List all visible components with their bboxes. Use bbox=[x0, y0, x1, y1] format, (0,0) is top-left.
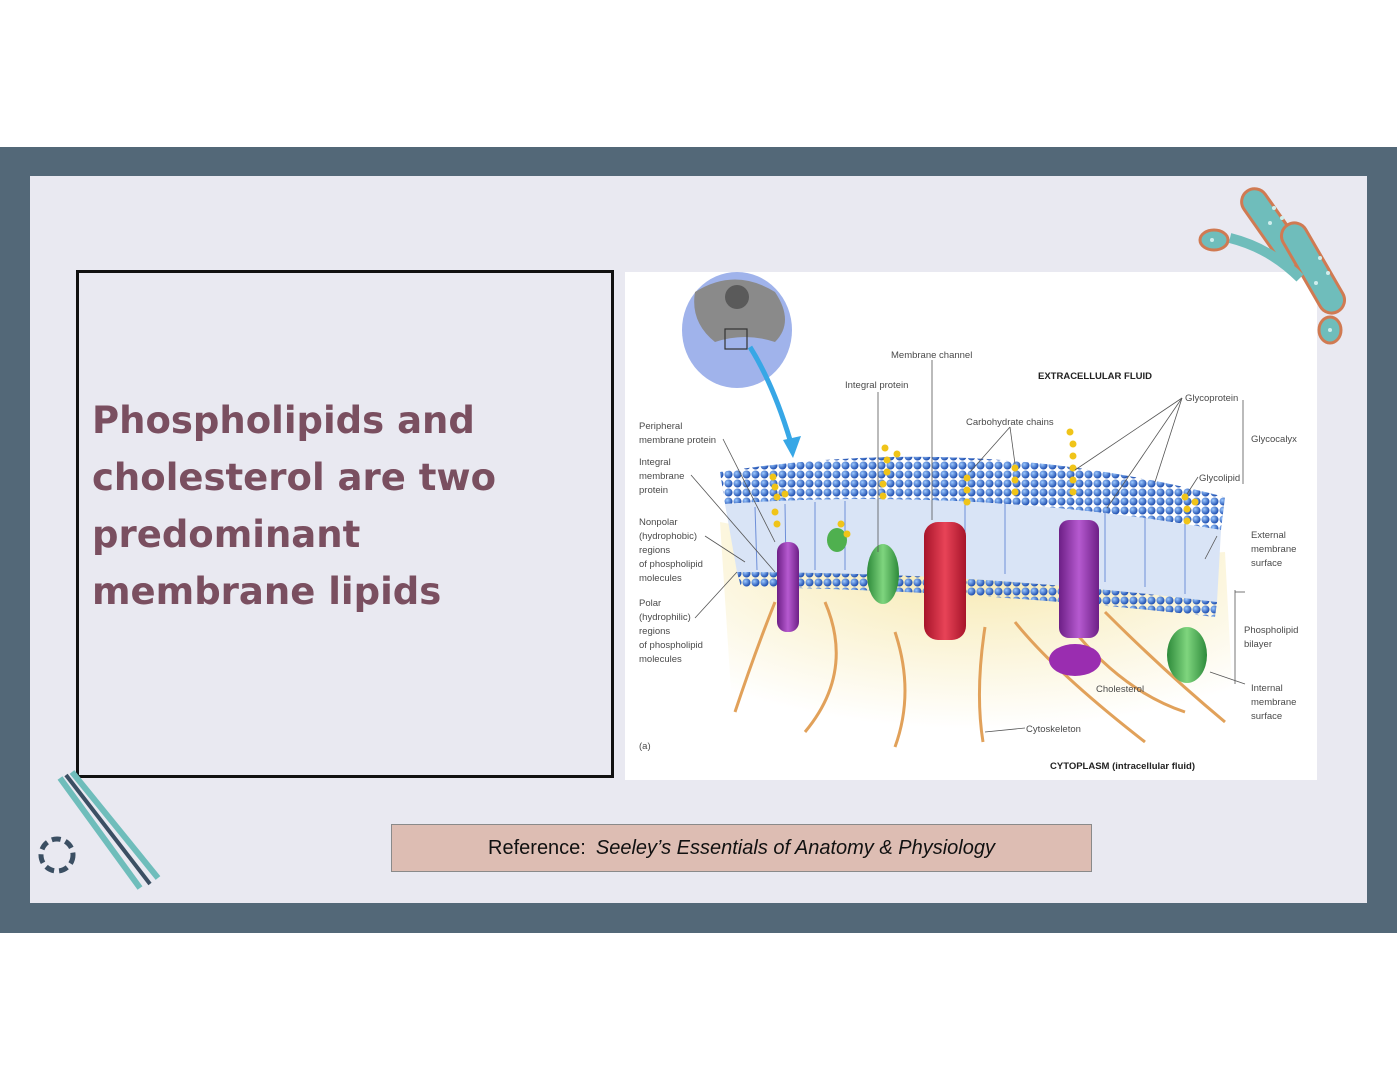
label-panel: (a) bbox=[639, 741, 651, 752]
integral-protein-right bbox=[1167, 627, 1207, 683]
carbohydrate-chains bbox=[769, 428, 1199, 538]
label-internal-3: surface bbox=[1251, 711, 1282, 722]
glycoprotein-integral bbox=[1059, 520, 1099, 638]
inner-head-surface bbox=[737, 572, 1217, 617]
label-integral-m-1: Integral bbox=[639, 457, 671, 468]
integral-protein-left bbox=[777, 542, 799, 632]
membrane-diagram: Membrane channel Integral protein EXTRAC… bbox=[639, 272, 1298, 772]
label-nonpolar-3: regions bbox=[639, 545, 670, 556]
label-nonpolar-5: molecules bbox=[639, 573, 682, 584]
label-cholesterol: Cholesterol bbox=[1096, 684, 1144, 695]
label-integral-m-3: protein bbox=[639, 485, 668, 496]
label-polar-3: regions bbox=[639, 626, 670, 637]
dashed-circle-icon bbox=[38, 836, 76, 874]
slide-headline: Phospholipids and cholesterol are two pr… bbox=[92, 399, 496, 613]
label-external-2: membrane bbox=[1251, 544, 1296, 555]
label-internal-1: Internal bbox=[1251, 683, 1283, 694]
label-external-3: surface bbox=[1251, 558, 1282, 569]
label-glycocalyx: Glycocalyx bbox=[1251, 434, 1297, 445]
label-nonpolar-2: (hydrophobic) bbox=[639, 531, 697, 542]
label-internal-2: membrane bbox=[1251, 697, 1296, 708]
outer-head-surface bbox=[720, 456, 1225, 530]
label-polar-1: Polar bbox=[639, 598, 661, 609]
peripheral-protein-outer bbox=[827, 528, 847, 552]
label-membrane-channel: Membrane channel bbox=[891, 350, 972, 361]
reference-bar: Reference: Seeley’s Essentials of Anatom… bbox=[391, 824, 1092, 872]
label-carbohydrate-chains: Carbohydrate chains bbox=[966, 417, 1054, 428]
reference-prefix: Reference: bbox=[488, 836, 586, 859]
decor-lines-icon bbox=[38, 770, 161, 890]
integral-protein-green bbox=[867, 544, 899, 604]
membrane-channel-protein bbox=[924, 522, 966, 640]
decor-organelle-icon bbox=[1198, 187, 1346, 345]
label-integral-protein: Integral protein bbox=[845, 380, 908, 391]
peripheral-protein-inner bbox=[1049, 644, 1101, 676]
reference-source: Seeley’s Essentials of Anatomy & Physiol… bbox=[595, 836, 995, 859]
label-nonpolar-4: of phospholipid bbox=[639, 559, 703, 570]
label-polar-2: (hydrophilic) bbox=[639, 612, 691, 623]
label-bilayer-2: bilayer bbox=[1244, 639, 1272, 650]
label-polar-5: molecules bbox=[639, 654, 682, 665]
label-peripheral-1: Peripheral bbox=[639, 421, 682, 432]
leader-lines bbox=[690, 360, 1246, 733]
label-cytoskeleton: Cytoskeleton bbox=[1026, 724, 1081, 735]
cytoskeleton-fibers bbox=[733, 601, 1226, 748]
label-bilayer-1: Phospholipid bbox=[1244, 625, 1298, 636]
label-glycolipid: Glycolipid bbox=[1199, 473, 1240, 484]
headline-box bbox=[76, 270, 614, 778]
label-external-1: External bbox=[1251, 530, 1286, 541]
label-glycoprotein: Glycoprotein bbox=[1185, 393, 1238, 404]
label-extracellular-fluid: EXTRACELLULAR FLUID bbox=[1038, 371, 1152, 382]
label-nonpolar-1: Nonpolar bbox=[639, 517, 678, 528]
label-integral-m-2: membrane bbox=[639, 471, 684, 482]
cell-membrane-figure: Membrane channel Integral protein EXTRAC… bbox=[625, 272, 1317, 780]
label-cytoplasm: CYTOPLASM (intracellular fluid) bbox=[1050, 761, 1195, 772]
cell-sketch-icon bbox=[682, 272, 801, 458]
label-peripheral-2: membrane protein bbox=[639, 435, 716, 446]
label-polar-4: of phospholipid bbox=[639, 640, 703, 651]
